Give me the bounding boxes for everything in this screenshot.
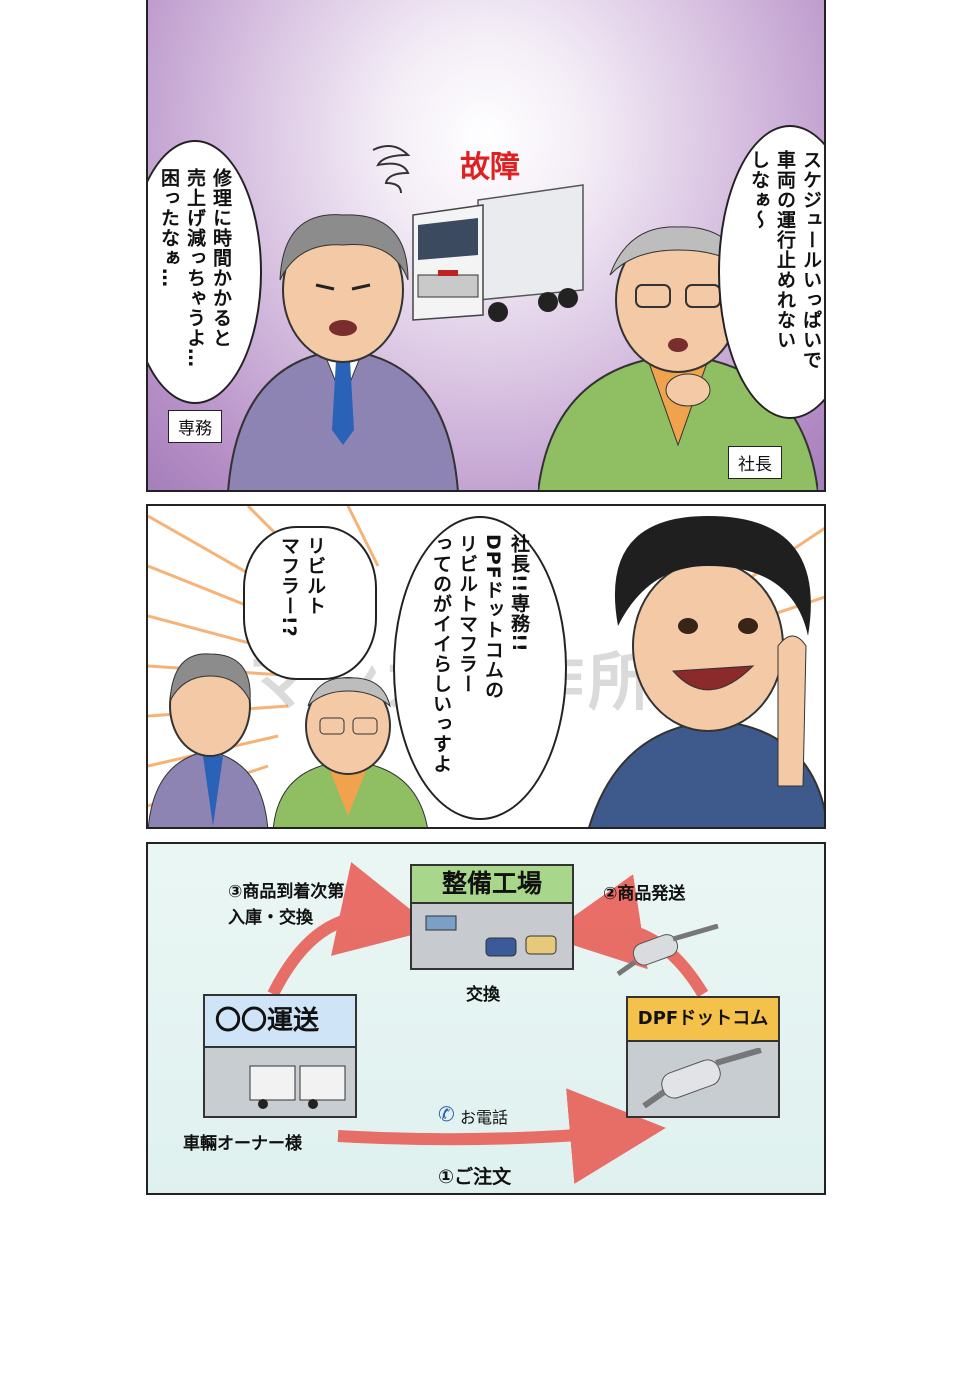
smoke-icon xyxy=(372,145,411,194)
shacho-tag: 社長 xyxy=(728,446,782,479)
shacho-line-1: スケジュールいっぱいで xyxy=(800,150,822,370)
shacho-line-3: しなぁ〜 xyxy=(748,150,770,230)
breakdown-label: 故障 xyxy=(460,150,520,185)
phone-label: お電話 xyxy=(460,1108,509,1127)
step3-line-2: 入庫・交換 xyxy=(228,908,313,928)
workshop-sign: 整備工場 xyxy=(412,866,572,904)
speech-bubble-employee xyxy=(393,516,567,820)
workshop-cars xyxy=(425,915,557,957)
step3-label: ③商品到着次第 入庫・交換 xyxy=(228,879,344,931)
step3-line-1: ③商品到着次第 xyxy=(228,882,345,902)
panel-breakdown: 故障 修理に時間かかると 売上げ減っちゃうよ… 困ったなぁ… スケジュールいっぱ… xyxy=(146,0,826,492)
dpf-sign: DPFドットコム xyxy=(628,998,778,1042)
surprise-line-1: リビルト xyxy=(304,536,326,616)
step2-label: ②商品発送 xyxy=(603,884,686,904)
senmu-line-3: 困ったなぁ… xyxy=(158,168,180,288)
senmu-shacho-small xyxy=(148,653,428,827)
senmu-tag: 専務 xyxy=(168,410,222,443)
senmu-speech: 修理に時間かかると 売上げ減っちゃうよ… 困ったなぁ… xyxy=(156,168,234,368)
transport-sign: 〇〇運送 xyxy=(205,996,355,1048)
senmu-line-1: 修理に時間かかると xyxy=(210,168,232,348)
senmu-line-2: 売上げ減っちゃうよ… xyxy=(184,168,206,368)
employee-speech: 社長!!専務!! DPFドットコムの リビルトマフラー ってのがイイらしいっすよ xyxy=(428,534,532,774)
panel-flow-diagram: 整備工場 交換 ③商品到着次第 入庫・交換 ②商品発送 〇〇運送 車輛オーナー様… xyxy=(146,842,826,1195)
employee-character xyxy=(588,516,824,827)
shacho-speech: スケジュールいっぱいで 車両の運行止めれない しなぁ〜 xyxy=(746,150,824,370)
surprise-line-2: マフラー!? xyxy=(278,536,300,638)
truck-illustration xyxy=(412,184,584,322)
owner-label: 車輛オーナー様 xyxy=(183,1134,302,1154)
employee-line-2: DPFドットコムの xyxy=(482,534,504,700)
exchange-label: 交換 xyxy=(466,985,500,1005)
speech-bubble-shacho xyxy=(718,125,824,419)
panel-rebuilt-muffler: マンガ製作所 リビルト マフラー!? 社長!!専務!! DPFドットコムの リビ… xyxy=(146,504,826,829)
step1-label: ①ご注文 xyxy=(438,1166,512,1188)
transport-building: 〇〇運送 xyxy=(203,994,357,1118)
transport-trucks xyxy=(249,1065,346,1109)
phone-icon: ✆ xyxy=(438,1102,455,1126)
surprise-speech: リビルト マフラー!? xyxy=(276,536,328,638)
dpf-building: DPFドットコム xyxy=(626,996,780,1118)
employee-line-3: リビルトマフラー xyxy=(456,534,478,694)
muffler-icon xyxy=(616,924,719,977)
workshop-building: 整備工場 xyxy=(410,864,574,970)
senmu-character xyxy=(227,214,459,490)
employee-line-4: ってのがイイらしいっすよ xyxy=(430,534,452,774)
dpf-muffler-display xyxy=(642,1048,762,1108)
shacho-line-2: 車両の運行止めれない xyxy=(774,150,796,350)
employee-line-1: 社長!!専務!! xyxy=(508,534,530,653)
speech-bubble-surprise xyxy=(243,526,377,680)
